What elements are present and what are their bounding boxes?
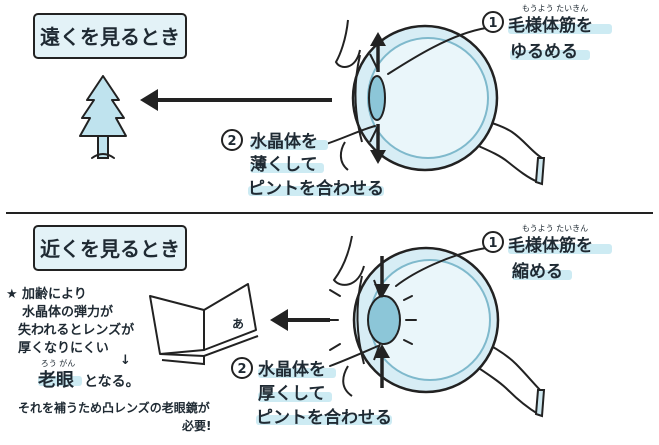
bottom-light-arrow: [270, 309, 330, 331]
bottom-eye-icon: [325, 235, 546, 418]
bottom-step1-text-2: 縮める: [512, 261, 563, 282]
svg-text:1: 1: [488, 236, 497, 251]
note-ruby: ろう がん: [41, 358, 76, 368]
tree-icon: [79, 75, 127, 159]
note-star-icon: ★: [6, 287, 18, 302]
note-line-2: 水晶体の弾力が: [22, 304, 113, 320]
bottom-step2-text-3: ピントを合わせる: [256, 407, 392, 428]
book-icon: あ: [149, 283, 259, 366]
note-line-1: 加齢により: [21, 286, 87, 302]
bottom-step2-text-1: 水晶体を: [258, 359, 326, 380]
top-callout-1: 1 もうよう たいきん 毛様体筋を ゆるめる: [387, 4, 612, 75]
top-step1-badge: [482, 11, 504, 33]
note-line-4: 厚くなりにくい: [18, 340, 109, 356]
bottom-step2-badge: [231, 357, 253, 379]
top-callout-2: 2 水晶体を 薄くして ピントを合わせる: [221, 125, 384, 199]
book-glyph: あ: [232, 317, 244, 331]
note-bottom-1: それを補うため凸レンズの老眼鏡が: [18, 400, 210, 415]
top-title-box: 遠くを見るとき: [33, 13, 187, 59]
bottom-callout-2: 2 水晶体を 厚くして ピントを合わせる: [231, 345, 392, 428]
bottom-title-box: 近くを見るとき: [33, 225, 187, 271]
bottom-step2-text-2: 厚くして: [258, 384, 326, 404]
svg-text:もうよう たいきん: もうよう たいきん: [522, 224, 588, 233]
top-step2-text-1: 水晶体を: [250, 131, 318, 152]
note-highlight: 老眼: [38, 369, 74, 391]
svg-text:1: 1: [488, 16, 497, 31]
note-bottom-2: 必要!: [181, 418, 211, 433]
presbyopia-note: ★ 加齢により 水晶体の弾力が 失われるとレンズが 厚くなりにくい ↓ ろう が…: [6, 286, 211, 433]
bottom-panel: 近くを見るとき あ: [6, 224, 612, 433]
note-down-arrow-icon: ↓: [120, 353, 131, 368]
note-line-3: 失われるとレンズが: [18, 322, 134, 338]
top-title: 遠くを見るとき: [40, 25, 180, 49]
svg-text:もうよう たいきん: もうよう たいきん: [522, 4, 588, 13]
bottom-step1-text-1: 毛様体筋を: [508, 235, 593, 256]
top-panel: 遠くを見るとき: [33, 4, 612, 199]
top-step2-text-2: 薄くして: [250, 154, 318, 175]
bottom-callout-1: 1 もうよう たいきん 毛様体筋を 縮める: [395, 224, 612, 287]
top-step1-text-2: ゆるめる: [510, 42, 578, 62]
svg-text:2: 2: [227, 134, 236, 149]
bottom-title: 近くを見るとき: [40, 237, 180, 261]
top-step2-badge: [221, 129, 243, 151]
note-suffix: となる。: [84, 374, 140, 390]
bottom-step1-badge: [482, 231, 504, 253]
svg-text:2: 2: [237, 362, 246, 377]
top-light-arrow: [140, 89, 332, 111]
top-step1-text-1: 毛様体筋を: [508, 15, 593, 36]
top-step2-text-3: ピントを合わせる: [248, 178, 384, 199]
